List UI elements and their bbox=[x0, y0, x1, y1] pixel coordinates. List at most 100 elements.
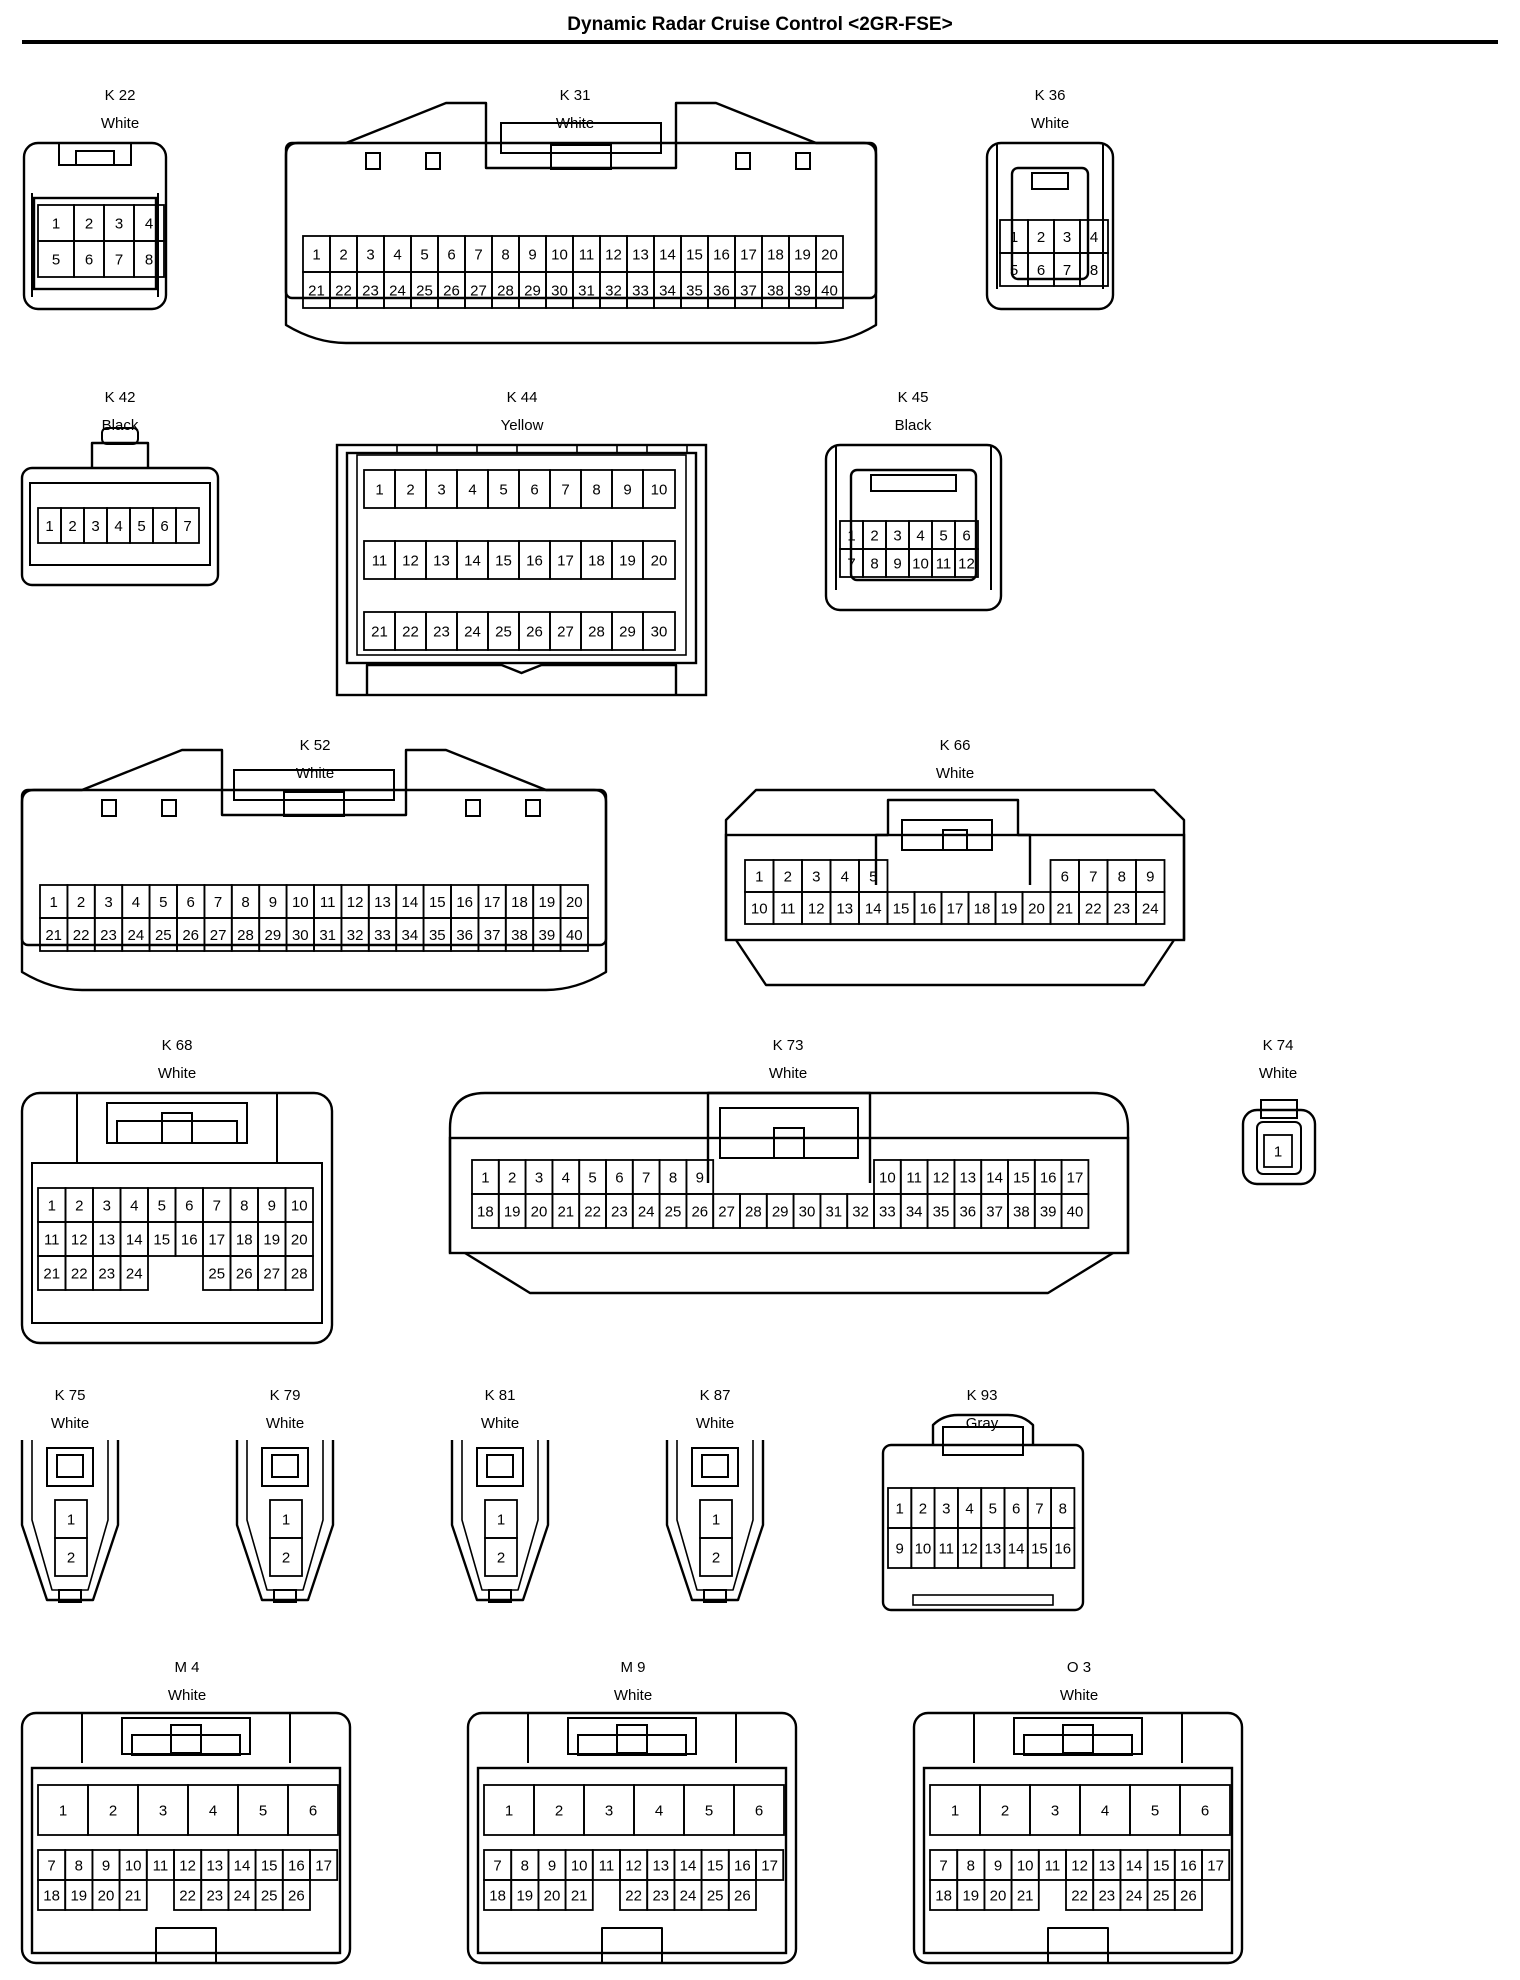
pin-number: 27 bbox=[718, 1204, 735, 1221]
pin-cell bbox=[1173, 1879, 1203, 1911]
pin-number: 24 bbox=[234, 1888, 251, 1905]
pin-cell bbox=[119, 1255, 149, 1291]
pin-number: 3 bbox=[159, 1803, 167, 1820]
pin-number: 8 bbox=[669, 1170, 677, 1187]
pin-number: 12 bbox=[933, 1170, 950, 1187]
pin-number: 8 bbox=[75, 1858, 83, 1875]
pin-number: 4 bbox=[965, 1501, 973, 1518]
pin-number: 25 bbox=[416, 283, 433, 300]
connector-id: K 22 bbox=[105, 87, 136, 104]
pin-number: 15 bbox=[686, 247, 703, 264]
pin-number: 18 bbox=[43, 1888, 60, 1905]
pin-number: 7 bbox=[493, 1858, 501, 1875]
pin-number: 14 bbox=[464, 553, 481, 570]
pin-cell bbox=[954, 548, 979, 578]
pin-number: 21 bbox=[43, 1266, 60, 1283]
pin-number: 40 bbox=[566, 927, 583, 944]
pin-number: 1 bbox=[755, 869, 763, 886]
pin-number: 23 bbox=[1098, 1888, 1115, 1905]
pin-number: 32 bbox=[347, 927, 364, 944]
pin-number: 5 bbox=[869, 869, 877, 886]
pin-number: 31 bbox=[825, 1204, 842, 1221]
pin-number: 17 bbox=[1207, 1858, 1224, 1875]
pin-number: 21 bbox=[125, 1888, 142, 1905]
pin-number: 11 bbox=[599, 1858, 615, 1875]
pin-number: 16 bbox=[734, 1858, 751, 1875]
pin-number: 13 bbox=[374, 894, 391, 911]
pin-number: 19 bbox=[263, 1232, 280, 1249]
pin-number: 11 bbox=[44, 1232, 60, 1249]
pin-number: 2 bbox=[85, 216, 93, 233]
pin-number: 2 bbox=[555, 1803, 563, 1820]
pin-number: 4 bbox=[393, 247, 401, 264]
pin-number: 27 bbox=[263, 1266, 280, 1283]
pin-cell bbox=[755, 1849, 785, 1881]
pin-number: 2 bbox=[1001, 1803, 1009, 1820]
pin-number: 6 bbox=[185, 1198, 193, 1215]
pin-number: 4 bbox=[655, 1803, 663, 1820]
pin-number: 24 bbox=[126, 1266, 143, 1283]
pin-number: 17 bbox=[557, 553, 574, 570]
pin-number: 7 bbox=[939, 1858, 947, 1875]
connector-color: White bbox=[1060, 1687, 1098, 1704]
pin-number: 38 bbox=[767, 283, 784, 300]
pin-number: 9 bbox=[528, 247, 536, 264]
pin-number: 36 bbox=[959, 1204, 976, 1221]
pin-number: 23 bbox=[611, 1204, 628, 1221]
pin-number: 17 bbox=[208, 1232, 225, 1249]
pin-number: 7 bbox=[1035, 1501, 1043, 1518]
pin-number: 19 bbox=[539, 894, 556, 911]
pin-cell bbox=[484, 1537, 518, 1577]
pin-number: 5 bbox=[1151, 1803, 1159, 1820]
pin-number: 23 bbox=[100, 927, 117, 944]
pin-number: 8 bbox=[967, 1858, 975, 1875]
pin-number: 24 bbox=[464, 624, 481, 641]
pin-number: 6 bbox=[309, 1803, 317, 1820]
pin-number: 10 bbox=[751, 901, 768, 918]
pin-number: 4 bbox=[916, 528, 924, 545]
pin-number: 25 bbox=[155, 927, 172, 944]
pin-number: 40 bbox=[1067, 1204, 1084, 1221]
pin-cell bbox=[564, 1879, 594, 1911]
pin-number: 12 bbox=[179, 1858, 196, 1875]
pin-number: 1 bbox=[505, 1803, 513, 1820]
pin-number: 21 bbox=[1056, 901, 1073, 918]
pin-number: 37 bbox=[484, 927, 501, 944]
pin-number: 19 bbox=[794, 247, 811, 264]
pin-number: 23 bbox=[362, 283, 379, 300]
pin-number: 18 bbox=[489, 1888, 506, 1905]
pin-number: 14 bbox=[1008, 1541, 1025, 1558]
pin-number: 40 bbox=[821, 283, 838, 300]
pin-number: 14 bbox=[234, 1858, 251, 1875]
pin-number: 9 bbox=[696, 1170, 704, 1187]
pin-number: 9 bbox=[895, 1541, 903, 1558]
pin-number: 7 bbox=[847, 556, 855, 573]
pin-number: 26 bbox=[1180, 1888, 1197, 1905]
pin-number: 12 bbox=[71, 1232, 88, 1249]
pin-number: 20 bbox=[98, 1888, 115, 1905]
pin-number: 15 bbox=[1013, 1170, 1030, 1187]
pin-number: 21 bbox=[1017, 1888, 1034, 1905]
pin-number: 2 bbox=[497, 1550, 505, 1567]
pin-number: 16 bbox=[526, 553, 543, 570]
pin-number: 22 bbox=[625, 1888, 642, 1905]
pin-number: 28 bbox=[237, 927, 254, 944]
pin-number: 4 bbox=[132, 894, 140, 911]
pin-number: 15 bbox=[153, 1232, 170, 1249]
pin-number: 4 bbox=[468, 482, 476, 499]
pin-cell bbox=[727, 1879, 757, 1911]
pin-number: 39 bbox=[794, 283, 811, 300]
connector-id: K 75 bbox=[55, 1387, 86, 1404]
pin-number: 2 bbox=[919, 1501, 927, 1518]
pin-number: 36 bbox=[456, 927, 473, 944]
pin-number: 12 bbox=[808, 901, 825, 918]
pin-number: 7 bbox=[1089, 869, 1097, 886]
pin-number: 24 bbox=[389, 283, 406, 300]
pin-cell bbox=[559, 917, 589, 952]
pin-number: 7 bbox=[474, 247, 482, 264]
pin-number: 1 bbox=[1010, 229, 1018, 246]
